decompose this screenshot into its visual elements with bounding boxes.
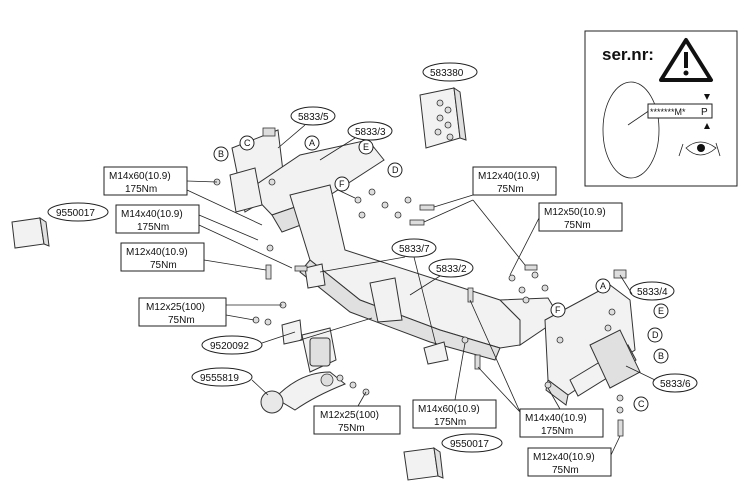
callout-a-left: A: [309, 138, 315, 148]
hardware-kit: [419, 86, 467, 149]
spec-s10-bolt: M12x40(10.9): [533, 452, 595, 463]
spec-s1-bolt: M14x60(10.9): [109, 171, 171, 182]
spec-box-s7: M12x50(10.9) 75Nm: [509, 202, 623, 276]
spec-box-s1: M14x60(10.9) 175Nm: [103, 166, 263, 226]
label-583380: 583380: [430, 68, 464, 79]
spec-s10-torque: 75Nm: [552, 465, 579, 476]
spec-s8-torque: 175Nm: [434, 417, 466, 428]
spec-box-s9: M14x40(10.9) 175Nm: [469, 299, 604, 438]
callout-c-left: C: [244, 138, 251, 148]
spec-box-s2: M14x40(10.9) 175Nm: [115, 204, 293, 269]
callout-c-right: C: [638, 399, 645, 409]
serial-plate-text: *******M*: [650, 107, 686, 117]
callout-a-right: A: [600, 281, 606, 291]
spec-s4-torque: 75Nm: [168, 315, 195, 326]
callout-d-right: D: [652, 330, 659, 340]
label-9520092: 9520092: [210, 341, 249, 352]
towball-sphere: [260, 390, 284, 414]
spec-s6-bolt: M12x40(10.9): [478, 171, 540, 182]
label-9555819: 9555819: [200, 373, 239, 384]
label-5833-6: 5833/6: [660, 379, 691, 390]
eye-icon: [678, 141, 721, 157]
label-5833-4: 5833/4: [637, 287, 668, 298]
callout-b-left: B: [218, 149, 224, 159]
spec-s1-torque: 175Nm: [125, 184, 157, 195]
spec-s3-bolt: M12x40(10.9): [126, 247, 188, 258]
spec-s6-torque: 75Nm: [497, 184, 524, 195]
spec-box-s4: M12x25(100) 75Nm: [138, 297, 282, 327]
towball-assembly: [260, 327, 346, 414]
cap-bottom: [403, 446, 444, 481]
spec-box-s8: M14x60(10.9) 175Nm: [412, 342, 497, 429]
spec-s5-torque: 75Nm: [338, 423, 365, 434]
label-5833-5: 5833/5: [298, 112, 329, 123]
serial-number-box: ser.nr: *******M* P: [584, 30, 738, 187]
spec-s9-bolt: M14x40(10.9): [525, 413, 587, 424]
spec-s7-torque: 75Nm: [564, 220, 591, 231]
letter-callouts: C B A E D F A E F D B C: [213, 135, 669, 412]
callout-f-right: F: [555, 305, 561, 315]
spec-box-s10: M12x40(10.9) 75Nm: [527, 435, 621, 477]
label-9550017-left: 9550017: [56, 208, 95, 219]
spec-s2-bolt: M14x40(10.9): [121, 209, 183, 220]
spec-s4-bolt: M12x25(100): [146, 302, 205, 313]
label-5833-2: 5833/2: [436, 264, 467, 275]
serial-title: ser.nr:: [602, 45, 654, 64]
label-9550017-bottom: 9550017: [450, 439, 489, 450]
callout-f-left: F: [339, 179, 345, 189]
callout-d-left: D: [392, 165, 399, 175]
spec-s8-bolt: M14x60(10.9): [418, 404, 480, 415]
spec-box-s3: M12x40(10.9) 75Nm: [120, 242, 267, 272]
small-brackets: [262, 127, 627, 365]
spec-s2-torque: 175Nm: [137, 222, 169, 233]
spec-box-s6: M12x40(10.9) 75Nm: [423, 166, 557, 266]
spec-s3-torque: 75Nm: [150, 260, 177, 271]
label-5833-7: 5833/7: [399, 244, 430, 255]
callout-b-right: B: [658, 351, 664, 361]
cap-left: [11, 216, 50, 249]
fasteners: [213, 178, 624, 437]
spec-s5-bolt: M12x25(100): [320, 410, 379, 421]
callout-e-left: E: [363, 142, 369, 152]
spec-s7-bolt: M12x50(10.9): [544, 207, 606, 218]
spec-box-s5: M12x25(100) 75Nm: [313, 391, 401, 435]
spec-s9-torque: 175Nm: [541, 426, 573, 437]
callout-e-right: E: [658, 306, 664, 316]
warning-icon: [659, 38, 713, 82]
serial-plate-letter: P: [701, 107, 708, 118]
label-5833-3: 5833/3: [355, 127, 386, 138]
